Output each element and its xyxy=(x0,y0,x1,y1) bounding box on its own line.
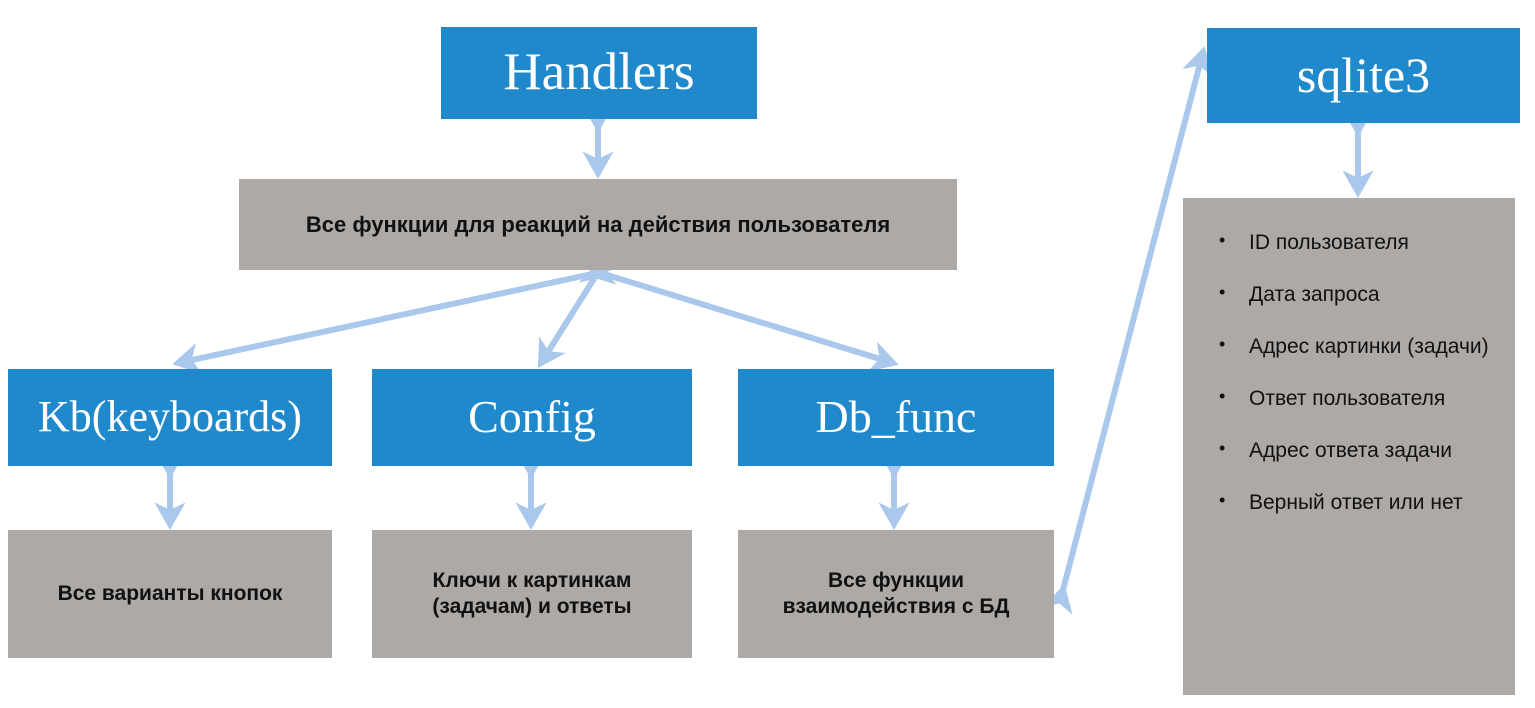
arrow-handlers-desc-to-config xyxy=(537,247,622,369)
node-sqlite3-label: sqlite3 xyxy=(1296,47,1431,104)
db-fields-list: ID пользователя Дата запроса Адрес карти… xyxy=(1205,226,1499,520)
node-db-func-description-text: Все функции взаимодействия с БД xyxy=(783,568,1010,621)
node-db-func[interactable]: Db_func xyxy=(738,369,1054,466)
db-field-label: Адрес ответа задачи xyxy=(1249,439,1453,463)
list-item: Ответ пользователя xyxy=(1219,382,1499,416)
node-kb-keyboards[interactable]: Kb(keyboards) xyxy=(8,369,332,466)
db-field-label: Адрес картинки (задачи) xyxy=(1249,335,1489,359)
node-kb-keyboards-label: Kb(keyboards) xyxy=(38,392,302,442)
node-config[interactable]: Config xyxy=(372,369,692,466)
node-kb-description-label: Все варианты кнопок xyxy=(57,581,283,605)
list-item: Дата запроса xyxy=(1219,278,1499,312)
db-field-label: ID пользователя xyxy=(1249,231,1409,254)
node-db-func-description-line-1: Все функции xyxy=(827,568,965,592)
node-handlers-description[interactable]: Все функции для реакций на действия поль… xyxy=(239,179,957,270)
node-kb-description[interactable]: Все варианты кнопок xyxy=(8,530,332,658)
node-db-func-label: Db_func xyxy=(815,391,977,443)
list-item: Адрес ответа задачи xyxy=(1219,434,1499,468)
list-item: ID пользователя xyxy=(1219,226,1499,260)
node-config-description-line-2: (задачам) и ответы xyxy=(432,595,632,618)
list-item: Верный ответ или нет xyxy=(1219,486,1499,520)
node-config-description-line-1: Ключи к картинкам xyxy=(432,568,632,592)
node-config-description-text: Ключи к картинкам (задачам) и ответы xyxy=(432,568,631,621)
db-field-label: Ответ пользователя xyxy=(1249,387,1446,411)
arrow-handlers-desc-to-kb xyxy=(172,254,617,374)
db-field-label: Верный ответ или нет xyxy=(1249,491,1463,515)
node-config-description[interactable]: Ключи к картинкам (задачам) и ответы xyxy=(372,530,692,658)
node-handlers-label: Handlers xyxy=(503,43,695,102)
list-item: Адрес картинки (задачи) xyxy=(1219,330,1499,364)
node-handlers[interactable]: Handlers xyxy=(441,27,757,119)
arrow-db-func-desc-to-sqlite xyxy=(1042,46,1213,615)
node-db-func-description[interactable]: Все функции взаимодействия с БД xyxy=(738,530,1054,658)
node-db-fields-panel[interactable]: ID пользователя Дата запроса Адрес карти… xyxy=(1183,198,1515,695)
node-db-func-description-line-2: взаимодействия с БД xyxy=(782,595,1010,618)
arrow-handlers-desc-to-db-func xyxy=(578,252,899,372)
node-handlers-description-label: Все функции для реакций на действия поль… xyxy=(305,211,891,237)
db-field-label: Дата запроса xyxy=(1249,283,1380,307)
node-sqlite3[interactable]: sqlite3 xyxy=(1207,28,1520,123)
node-config-label: Config xyxy=(468,391,596,443)
